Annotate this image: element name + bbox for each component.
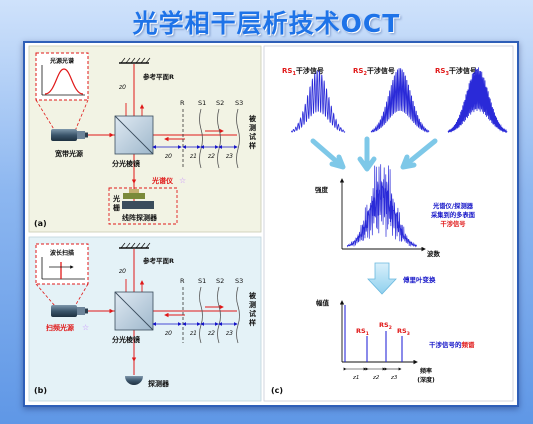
svg-text:z3: z3 [225, 153, 233, 160]
rs3-peak-label: RS3 [397, 327, 410, 337]
rs1-title: RS1干涉信号 [282, 66, 324, 77]
fourier-transform-label: 傅里叶变换 [402, 275, 436, 284]
svg-text:测: 测 [249, 300, 256, 309]
svg-text:测: 测 [249, 123, 256, 132]
fourier-transform-arrow [367, 262, 397, 295]
combined-signal-plot: 强度 波数 [315, 164, 441, 258]
surface-S2-label: S2 [216, 99, 224, 107]
svg-text:z1: z1 [352, 375, 359, 381]
beam-splitter-label-b: 分光棱镜 [112, 335, 140, 344]
surface-S1-label: S1 [198, 99, 206, 107]
svg-text:试: 试 [249, 132, 256, 141]
z0-label: z0 [118, 84, 126, 91]
spectrometer-label: 光谱仪 [151, 176, 174, 185]
surface-S3-label: S3 [235, 99, 243, 107]
svg-text:z0: z0 [164, 153, 172, 160]
panel-c: RS1干涉信号 RS2干涉信号 RS3干涉信号 [263, 45, 514, 402]
swept-source-label: 扫频光源 [46, 323, 74, 332]
svg-text:(深度): (深度) [417, 376, 435, 384]
source-label: 宽带光源 [54, 149, 83, 158]
svg-text:z2: z2 [207, 330, 215, 337]
spectrometer-box: 光 栅 线阵探测器 [108, 187, 178, 225]
svg-text:z2: z2 [372, 375, 380, 381]
line-detector-array [122, 201, 154, 209]
source-spectrum-box: 光源光谱 [35, 52, 89, 101]
svg-text:z3: z3 [390, 375, 398, 381]
sample-label: 被 测 试 样 [249, 114, 257, 150]
reference-mirror-b [119, 242, 151, 249]
converging-arrows [310, 136, 438, 172]
rs1-interference-signal [290, 70, 346, 133]
combined-interference-signal [346, 164, 417, 248]
panel-a: 光源光谱 宽带光源 参考平面R z0 [28, 45, 262, 233]
rs2-interference-signal [370, 68, 430, 133]
reference-plane-label: 参考平面R [143, 72, 174, 81]
svg-text:被: 被 [249, 114, 257, 123]
rs3-interference-signal [447, 67, 508, 134]
grating-element [123, 193, 145, 199]
svg-text:样: 样 [249, 318, 256, 327]
svg-text:z1: z1 [189, 153, 197, 160]
panel-b-label: (b) [34, 386, 47, 395]
reference-mirror [119, 57, 151, 64]
svg-text:样: 样 [249, 141, 256, 150]
swept-source [51, 305, 88, 317]
wavenumber-axis-label: 波数 [427, 249, 441, 258]
rs1-peak-label: RS1 [356, 327, 369, 337]
oct-diagram: 光源光谱 宽带光源 参考平面R z0 [28, 45, 514, 402]
svg-text:干涉信号: 干涉信号 [440, 219, 466, 228]
beam-splitter-cube [114, 115, 154, 155]
intensity-axis-label: 强度 [315, 185, 329, 194]
svg-text:z0: z0 [118, 268, 126, 275]
reference-plane-label-b: 参考平面R [143, 256, 174, 265]
svg-text:z1: z1 [189, 330, 197, 337]
sample-label-b: 被 测 试 样 [249, 291, 257, 327]
wavelength-scan-label: 波长扫描 [50, 249, 74, 257]
source-spectrum-label: 光源光谱 [49, 57, 74, 65]
surface-R-label: R [180, 99, 185, 107]
svg-text:被: 被 [249, 291, 257, 300]
svg-text:光谱仪/探测器: 光谱仪/探测器 [432, 201, 474, 210]
panel-b: 波长扫描 扫频光源 ☆ 参考平面R z0 [28, 236, 262, 402]
svg-text:R: R [180, 277, 185, 285]
detector-label: 探测器 [148, 379, 170, 388]
panel-c-label: (c) [271, 386, 283, 395]
star-icon: ☆ [179, 176, 186, 185]
svg-text:试: 试 [249, 309, 256, 318]
svg-text:采集到的多表面: 采集到的多表面 [430, 210, 476, 219]
svg-text:S2: S2 [216, 277, 224, 285]
rs3-title: RS3干涉信号 [435, 66, 477, 77]
beam-splitter-label: 分光棱镜 [112, 159, 140, 168]
spectrum-plot: 幅值 频率 (深度) RS1 RS2 RS3 z1 [316, 298, 435, 384]
svg-text:S1: S1 [198, 277, 206, 285]
svg-text:z0: z0 [164, 330, 172, 337]
spectrum-caption: 干涉信号的频谱 [429, 340, 475, 349]
panel-a-label: (a) [34, 219, 47, 228]
gaussian-spectrum-curve [44, 68, 84, 95]
combined-caption: 光谱仪/探测器 采集到的多表面 干涉信号 [430, 201, 476, 228]
svg-text:栅: 栅 [113, 203, 120, 212]
point-detector [125, 376, 143, 385]
rs2-peak-label: RS2 [379, 321, 392, 331]
broadband-source [51, 129, 88, 141]
svg-text:z3: z3 [225, 330, 233, 337]
beam-splitter-cube-b [114, 291, 154, 331]
rs2-title: RS2干涉信号 [353, 66, 395, 77]
grating-label: 光 [112, 194, 120, 203]
frequency-axis-label: 频率 [420, 367, 432, 375]
svg-text:z2: z2 [207, 153, 215, 160]
star-icon: ☆ [82, 323, 89, 332]
page-title: 光学相干层析技术OCT [132, 9, 401, 38]
amplitude-axis-label: 幅值 [316, 298, 330, 307]
svg-text:S3: S3 [235, 277, 243, 285]
diagram-board: 光源光谱 宽带光源 参考平面R z0 [23, 41, 519, 407]
line-detector-label: 线阵探测器 [122, 213, 158, 222]
wavelength-scan-box: 波长扫描 [35, 243, 89, 285]
